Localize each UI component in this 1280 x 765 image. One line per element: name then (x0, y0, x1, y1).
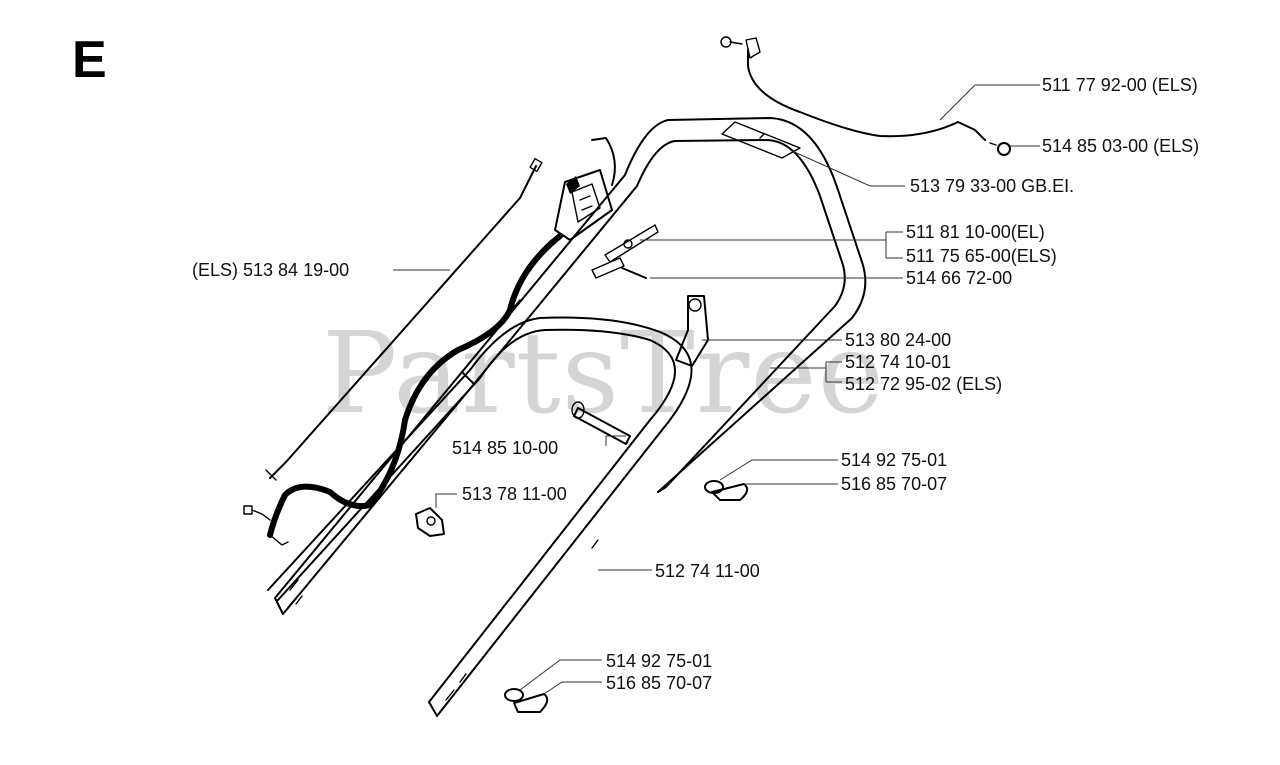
label-part-number: 511 77 92-00 (ELS) (1042, 75, 1198, 95)
label-part-number: 514 66 72-00 (906, 268, 1012, 288)
label-part-number: 511 75 65-00(ELS) (906, 246, 1057, 266)
bracket-and-bolt (591, 224, 659, 279)
handle-clip (675, 295, 709, 367)
decal (721, 121, 801, 159)
cable-rod (265, 157, 543, 481)
knob-lower (504, 688, 549, 713)
cable-clip (415, 507, 445, 537)
label-part-number: 514 92 75-01 (841, 450, 947, 470)
top-cable (720, 36, 1011, 156)
label-part-number: 516 85 70-07 (841, 474, 947, 494)
leader-lines (393, 84, 1040, 695)
label-part-number: 513 80 24-00 (845, 330, 951, 350)
label-part-number: 513 79 33-00 GB.EI. (910, 176, 1074, 196)
label-part-number: 512 74 10-01 (845, 352, 951, 372)
label-part-number: 516 85 70-07 (606, 673, 712, 693)
knob-upper (704, 480, 749, 501)
label-part-number: (ELS) 513 84 19-00 (192, 260, 349, 280)
control-box (554, 137, 616, 241)
label-part-number: 514 85 10-00 (452, 438, 558, 458)
bolt (571, 401, 631, 445)
wiring-harness (243, 233, 563, 546)
lower-handle (267, 316, 693, 717)
part-labels: 511 77 92-00 (ELS) 514 85 03-00 (ELS) 51… (192, 75, 1199, 693)
label-part-number: 514 92 75-01 (606, 651, 712, 671)
label-part-number: 513 78 11-00 (462, 484, 567, 504)
label-part-number: 514 85 03-00 (ELS) (1042, 136, 1199, 156)
label-part-number: 511 81 10-00(EL) (906, 222, 1045, 242)
section-letter: E (72, 31, 107, 89)
label-part-number: 512 74 11-00 (655, 561, 760, 581)
label-part-number: 512 72 95-02 (ELS) (845, 374, 1002, 394)
